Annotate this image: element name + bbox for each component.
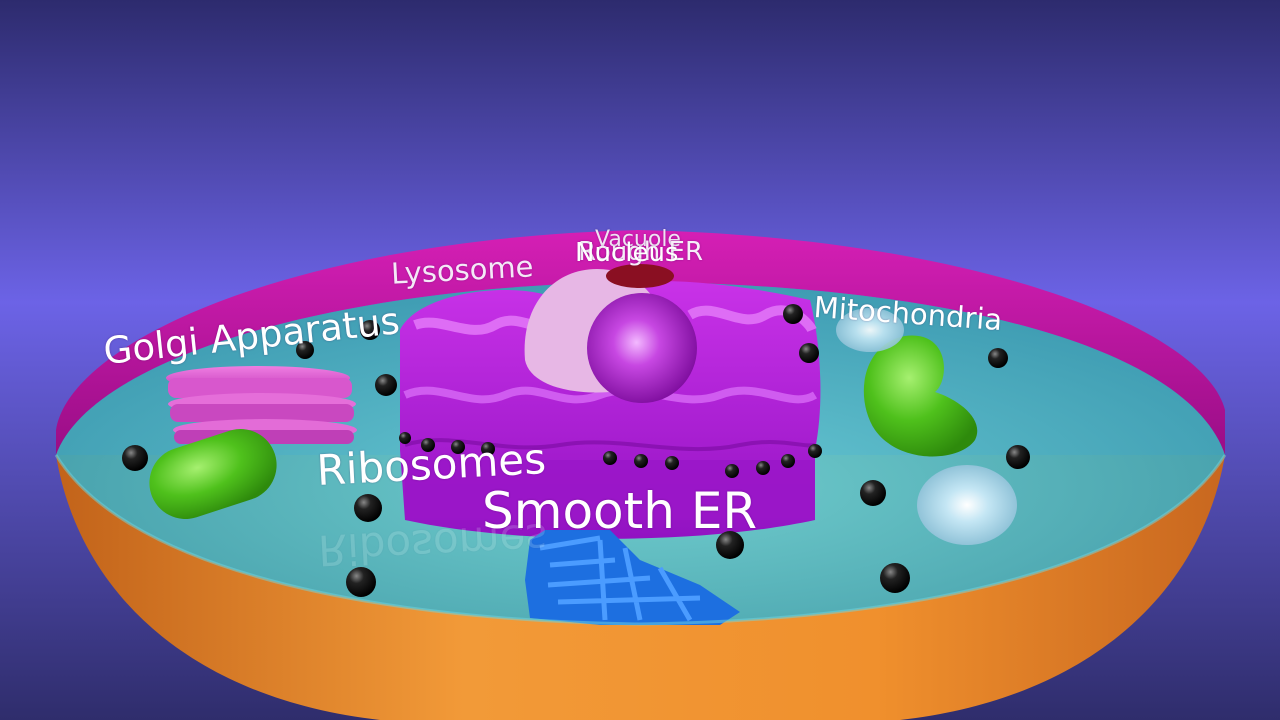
nucleus-sphere	[587, 293, 697, 403]
ribosome	[360, 320, 380, 340]
cell-membrane	[56, 230, 1225, 455]
ribosome	[808, 444, 822, 458]
ribosome	[603, 451, 617, 465]
ribosome	[783, 304, 803, 324]
ribosome	[725, 464, 739, 478]
ribosome	[1006, 445, 1030, 469]
ribosome	[122, 445, 148, 471]
ribosome	[781, 454, 795, 468]
ribosome	[665, 456, 679, 470]
ribosomes	[122, 304, 1030, 597]
ribosome	[296, 341, 314, 359]
smooth-er	[525, 530, 740, 625]
ribosome	[860, 480, 886, 506]
ribosome	[354, 494, 382, 522]
ribosome	[399, 432, 411, 444]
vacuole-cap	[606, 264, 674, 288]
ribosome	[346, 567, 376, 597]
ribosome	[880, 563, 910, 593]
ribosome	[481, 442, 495, 456]
nucleus-label: Nucleus	[575, 238, 679, 268]
ribosome	[634, 454, 648, 468]
ribosome	[756, 461, 770, 475]
ribosome	[799, 343, 819, 363]
ribosome	[421, 438, 435, 452]
cytoplasm-edge	[54, 454, 1227, 626]
rough-er-label: Rough ER	[578, 237, 704, 267]
vacuole-label: Vacuole	[595, 227, 681, 252]
rough-er	[400, 281, 821, 539]
golgi-apparatus	[166, 366, 357, 444]
ribosome	[988, 348, 1008, 368]
ribosome	[375, 374, 397, 396]
vacuoles	[836, 308, 1017, 545]
ribosome	[451, 440, 465, 454]
smooth-er-label: Smooth ER	[482, 482, 758, 540]
ribosome	[716, 531, 744, 559]
mitochondria	[149, 335, 978, 519]
